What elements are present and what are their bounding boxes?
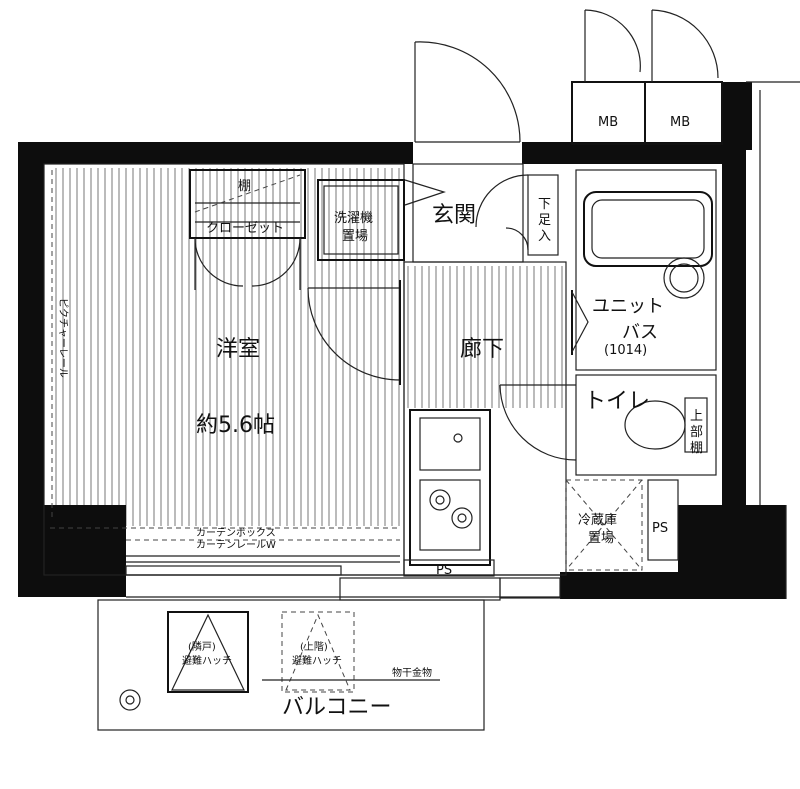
hatch-right-label-2: 避難ハッチ [292,654,342,667]
shoe-box-label-2: 足 [538,213,551,228]
hallway-label: 廊下 [460,337,504,362]
labels: 洋室 約5.6帖 廊下 玄関 ユニット バス (1014) トイレ バルコニー … [57,115,703,720]
bath-sink [663,257,705,299]
ps-right-label: PS [652,521,668,536]
fridge-space [565,479,643,571]
fridge-label-1: 冷蔵庫 [578,513,617,528]
picture-rail-label: ピクチャーレール [57,298,69,378]
curtain-rail-label: カーテンレールW [196,539,276,551]
entrance-area [317,41,559,263]
curtain-box-label: カーテンボックス [196,527,276,539]
hatch-right-label-1: (上階) [300,641,328,653]
upper-cabinet-label-2: 部 [690,425,703,440]
evacuation-hatch-left [167,611,249,693]
western-room-area: 約5.6帖 [196,413,275,438]
balcony-drain [119,689,141,711]
kitchen-counter [409,409,491,566]
balcony-label: バルコニー [282,695,392,720]
shoe-box [527,174,559,256]
unit-bath-label: ユニット [592,296,664,317]
upper-cabinet-label-3: 棚 [690,441,703,456]
washer-space [317,179,405,261]
washer-label-1: 洗濯機 [334,211,373,226]
ps-bottom-label: PS [436,563,452,578]
meter-boxes [571,9,723,145]
exterior-walls [18,82,786,599]
mb-right-label: MB [670,115,690,130]
washer-label-2: 置場 [342,229,368,244]
hallway-kitchen [403,261,589,599]
western-room-label: 洋室 [216,337,260,362]
shelf-label: 棚 [238,179,251,194]
mb-left-label: MB [598,115,618,130]
hatch-left-label-2: 避難ハッチ [182,654,232,667]
flooring-hallway [407,266,563,408]
bathtub [583,191,713,267]
western-room [43,163,405,576]
upper-cabinet-label-1: 上 [690,409,703,424]
flooring-western-room [55,168,400,526]
shoe-box-label-3: 入 [538,229,551,244]
balcony [97,577,501,731]
toilet-label: トイレ [584,389,650,414]
closet-label: クローゼット [206,221,284,236]
evacuation-hatch-right [281,611,355,693]
fridge-label-2: 置場 [588,531,614,546]
unit-bath-label-2: バス [622,322,658,343]
bath-size-label: (1014) [604,343,647,358]
dryer-hardware-label: 物干金物 [392,666,432,679]
closet [189,169,306,239]
sink [419,417,481,471]
shoe-box-label-1: 下 [538,197,551,212]
stove [419,479,481,551]
entrance-label: 玄関 [432,203,476,228]
bath-toilet [565,169,717,571]
hatch-left-label-1: (隣戸) [188,640,216,653]
